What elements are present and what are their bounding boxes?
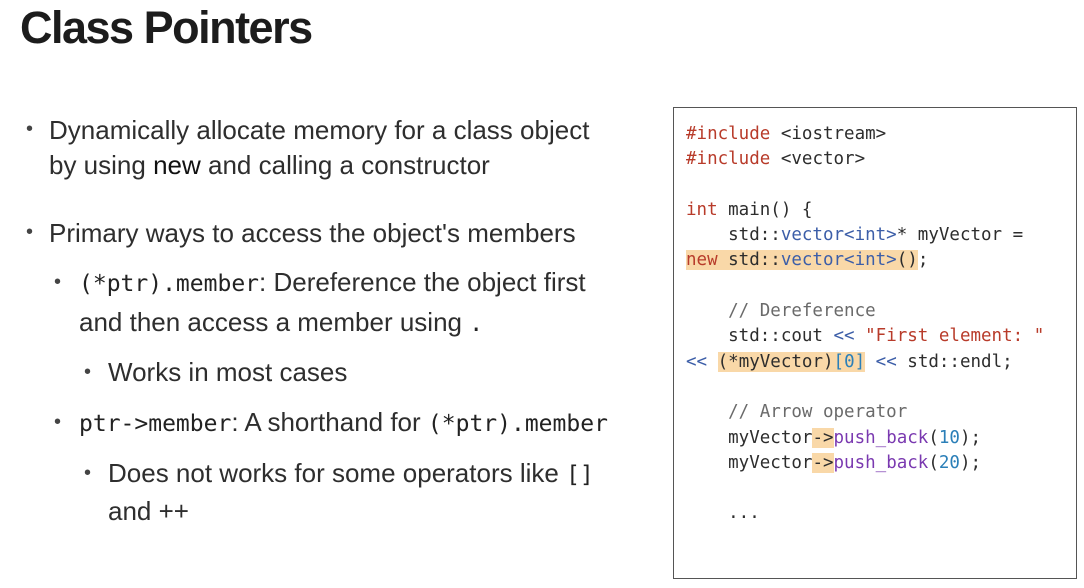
new-highlight: new std::vector<int>() [686, 250, 918, 271]
code-line: ... [686, 503, 760, 523]
include-target: <iostream> [770, 124, 887, 144]
deref-highlight: (*myVector) [717, 351, 834, 372]
arrow-highlight: -> [812, 427, 834, 448]
string-literal: "First element: " [854, 326, 1045, 347]
function-name: push_back [833, 452, 929, 473]
deref-code-2: (*ptr).member [427, 411, 608, 437]
bullet-dot: • [26, 221, 34, 243]
bullet-1-text-a: by using [49, 150, 154, 180]
bullet-1-text-b: and calling a constructor [200, 150, 490, 180]
code-text: myVector [686, 427, 813, 448]
code-text: ); [959, 452, 982, 473]
bracket-operator: [] [566, 462, 594, 488]
code-text: () [896, 250, 918, 271]
include-keyword: #include [686, 124, 771, 144]
code-line: // Dereference [686, 301, 876, 321]
bullet-6-line-1: Does not works for some operators like [… [108, 456, 594, 492]
code-line: new std::vector<int>(); [686, 250, 929, 271]
code-text: std:: [686, 225, 781, 246]
code-line: << (*myVector)[0] << std::endl; [686, 351, 1013, 372]
arrow-code: ptr->member [79, 411, 232, 437]
bullet-6-line-2: and ++ [108, 496, 189, 526]
include-keyword: #include [686, 149, 771, 170]
bullet-5: ptr->member: A shorthand for (*ptr).memb… [79, 405, 608, 441]
bullet-4: Works in most cases [108, 357, 348, 387]
bullet-3-text-2: and then access a member using [79, 307, 470, 337]
code-listing: #include <iostream> #include <vector> in… [686, 122, 1044, 527]
bullet-6-text: Does not works for some operators like [108, 458, 567, 488]
comment: // Arrow operator [686, 402, 908, 423]
number-literal: 10 [938, 427, 960, 448]
new-keyword: new [153, 150, 201, 180]
bullet-dot: • [84, 462, 92, 484]
code-text: ); [959, 427, 982, 448]
code-line: myVector->push_back(10); [686, 427, 982, 448]
code-line: myVector->push_back(20); [686, 452, 982, 473]
bullet-dot: • [54, 411, 62, 433]
number-literal: 20 [938, 452, 960, 473]
code-text: * myVector = [896, 225, 1024, 246]
code-text [707, 352, 718, 372]
int-keyword: int [686, 199, 718, 220]
code-text: ( [928, 427, 939, 448]
bullet-3-line-1: (*ptr).member: Dereference the object fi… [79, 265, 586, 301]
stream-operator: << [833, 326, 855, 347]
deref-code: (*ptr).member [79, 271, 260, 297]
main-signature: main() { [717, 199, 813, 220]
stream-operator: << [865, 351, 897, 372]
comment: // Dereference [686, 301, 876, 322]
arrow-highlight: -> [812, 452, 834, 473]
bullet-1-line-2: by using new and calling a constructor [49, 148, 490, 182]
bullet-dot: • [54, 271, 62, 293]
code-line: #include <iostream> [686, 124, 886, 144]
code-text: ( [928, 452, 939, 473]
code-line: std::cout << "First element: " [686, 326, 1044, 346]
vector-type: vector<int> [780, 250, 897, 271]
index-highlight: [0] [833, 351, 866, 372]
bullet-2: Primary ways to access the object's memb… [49, 218, 576, 248]
ellipsis: ... [686, 503, 760, 524]
bullet-dot: • [84, 361, 92, 383]
code-text: std::cout [686, 326, 834, 347]
code-text: myVector [686, 452, 813, 473]
vector-type: vector<int> [780, 225, 897, 246]
bullet-5-text: : A shorthand for [231, 407, 428, 437]
bullet-1-line-1: Dynamically allocate memory for a class … [49, 115, 590, 145]
new-keyword: new [686, 250, 718, 271]
bullet-list: • Dynamically allocate memory for a clas… [26, 115, 608, 526]
bullet-3-text: : Dereference the object first [259, 267, 586, 297]
code-text: ; [917, 250, 929, 271]
code-line: // Arrow operator [686, 402, 907, 422]
code-panel: #include <iostream> #include <vector> in… [673, 107, 1077, 579]
stream-operator: << [686, 351, 708, 372]
slide-title: Class Pointers [20, 2, 313, 53]
bullet-dot: • [26, 118, 34, 140]
function-name: push_back [833, 427, 929, 448]
dot-operator: . [469, 311, 484, 337]
code-text: std:: [717, 250, 781, 271]
code-line: std::vector<int>* myVector = [686, 225, 1023, 245]
bullet-3-line-2: and then access a member using . [79, 305, 483, 341]
code-text: std::endl; [896, 351, 1013, 372]
code-line: int main() { [686, 200, 812, 220]
include-target: <vector> [770, 149, 866, 170]
code-line: #include <vector> [686, 149, 865, 169]
